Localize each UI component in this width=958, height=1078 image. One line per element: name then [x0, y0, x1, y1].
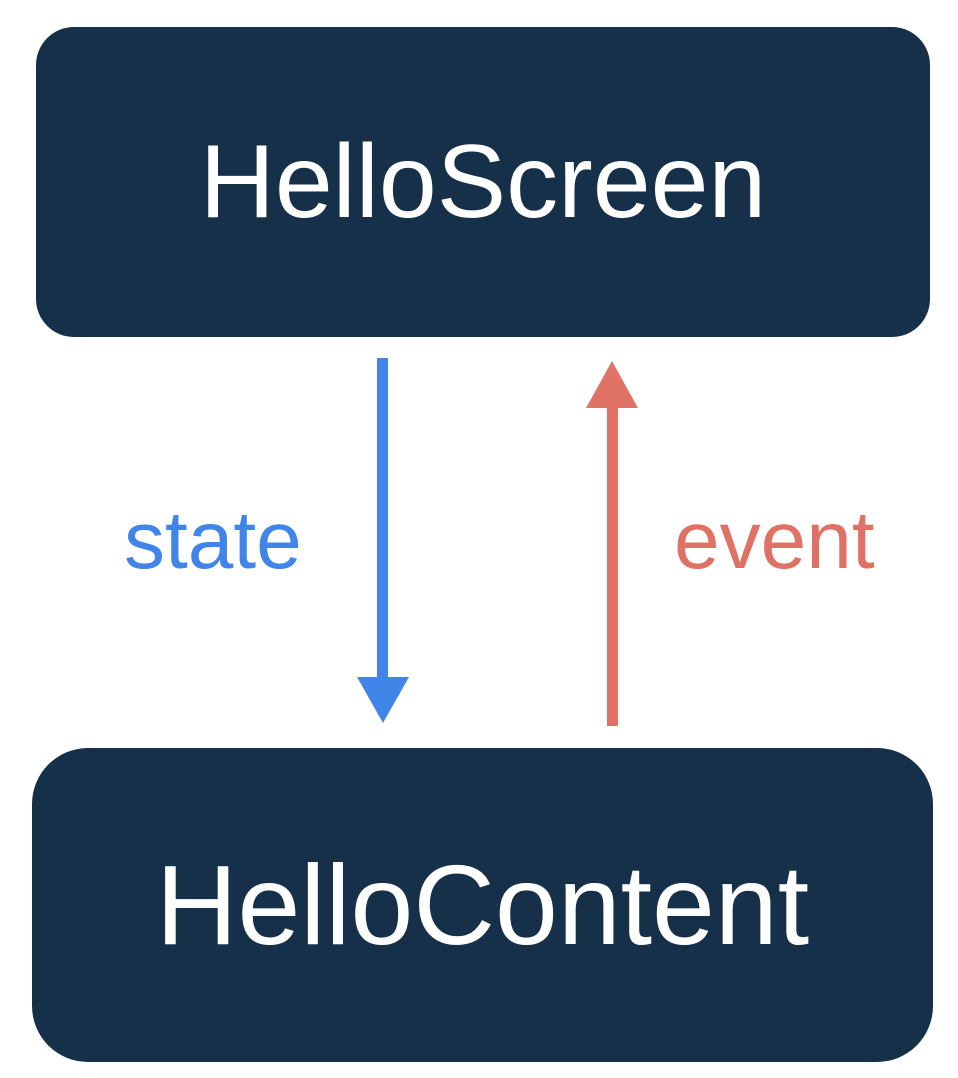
edge-label-event: event [674, 495, 875, 586]
node-hello-content-label: HelloContent [155, 841, 810, 968]
edge-label-state: state [124, 495, 302, 586]
state-arrow-icon [357, 358, 409, 723]
node-hello-content[interactable]: HelloContent [32, 748, 933, 1062]
node-hello-screen[interactable]: HelloScreen [36, 27, 930, 337]
event-arrow-icon [586, 361, 638, 726]
node-hello-screen-label: HelloScreen [199, 124, 767, 240]
